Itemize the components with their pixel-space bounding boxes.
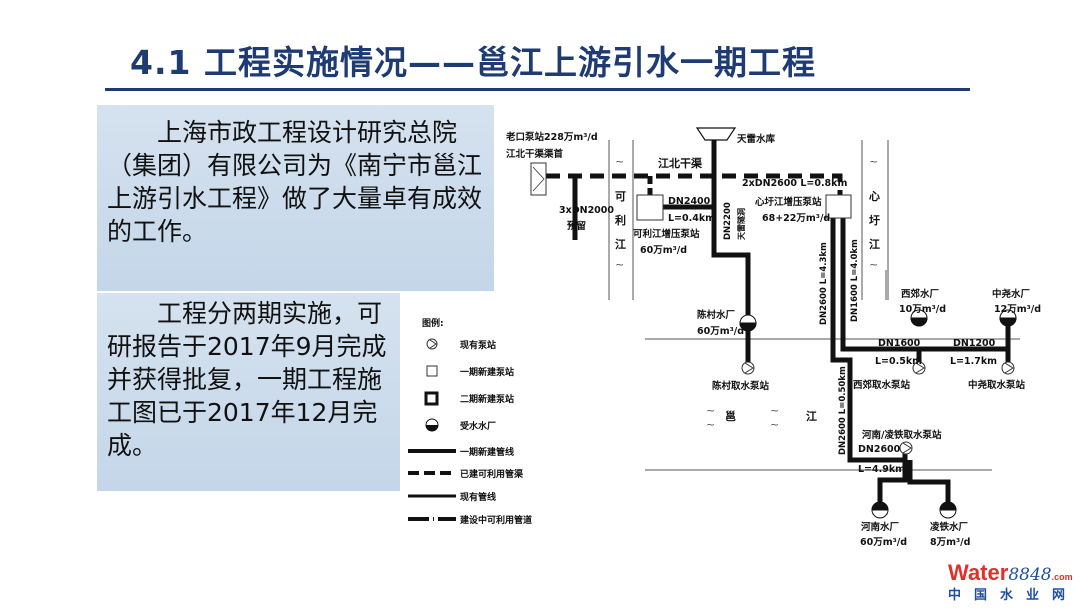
logo-brand: Water	[948, 560, 1009, 585]
label-lingtie-capacity: 8万m³/d	[930, 537, 970, 548]
zhongyao-pump-icon	[1001, 361, 1015, 375]
label-keli-river: 江	[615, 237, 626, 251]
label-dn2600-l050: DN2600 L=0.50km	[838, 366, 848, 455]
label-l04: L=0.4km	[668, 213, 715, 224]
label-reserve-dn: 3xDN2000	[559, 205, 614, 216]
label-dn1600: DN1600	[878, 338, 921, 349]
label-l05: L=0.5km	[875, 356, 922, 367]
label-yong: 邕	[725, 409, 736, 423]
chencun-plant-icon	[739, 314, 757, 332]
label-jiang: 江	[806, 409, 817, 423]
legend: 图例: 现有泵站 一期新建泵站 二期新建泵站 受水水厂 一期新建管线 已建可利用…	[408, 317, 532, 526]
xijiao-plant-icon	[910, 309, 928, 327]
legend-label: 一期新建泵站	[460, 366, 514, 378]
reservoir-icon	[695, 127, 737, 141]
label-keli-river: 可	[615, 190, 626, 203]
label-jiangbei-canal: 江北干渠	[658, 156, 703, 170]
label-lingtie-plant: 凌铁水厂	[930, 521, 969, 533]
label-chencun-capacity: 60万m³/d	[697, 326, 744, 337]
label-dn2600-l43: DN2600 L=4.3km	[819, 242, 829, 325]
svg-text:~: ~	[770, 418, 779, 431]
legend-existing-pump-icon	[426, 338, 438, 350]
label-reserve: 预留	[567, 220, 586, 232]
label-henan-pump: 河南/凌铁取水泵站	[862, 429, 942, 441]
water-plant-icons	[739, 309, 1017, 519]
label-dn2200: DN2200	[723, 202, 733, 240]
label-xijiao-plant: 西郊水厂	[901, 288, 940, 300]
legend-label: 现有管线	[460, 491, 496, 503]
label-xinxu-river: 心	[869, 190, 880, 203]
svg-text:~: ~	[615, 258, 624, 271]
xinxu-station-icon	[825, 194, 852, 219]
label-2xdn2600: 2xDN2600 L=0.8km	[742, 178, 847, 189]
henan-pump-icon	[899, 441, 913, 455]
diagram-labels: 老口泵站228万m³/d 江北干渠渠首 江北干渠 3xDN2000 预留 可 利…	[505, 131, 1041, 548]
laokou-pump-icon	[530, 162, 547, 196]
chencun-pump-icon	[741, 361, 755, 375]
text-box-phases: 工程分两期实施，可研报告于2017年9月完成并获得批复，一期工程施工图已于201…	[97, 293, 400, 491]
label-l49: L=4.9km	[858, 464, 905, 475]
label-dn1600-l40: DN1600 L=4.0km	[850, 239, 860, 322]
svg-text:~: ~	[706, 418, 715, 431]
legend-label: 建设中可利用管道	[460, 514, 532, 526]
legend-title: 图例:	[422, 317, 444, 329]
label-dn2400: DN2400	[668, 196, 711, 207]
label-dn1200: DN1200	[953, 338, 996, 349]
label-keli-river: 利	[615, 213, 626, 227]
label-l17: L=1.7km	[950, 356, 997, 367]
label-chencun-plant: 陈村水厂	[697, 309, 736, 321]
legend-label: 二期新建泵站	[460, 393, 514, 405]
logo-chinese: 中国水业网	[948, 588, 1079, 603]
label-henan-capacity: 60万m³/d	[860, 537, 907, 548]
label-laokou: 老口泵站228万m³/d	[505, 131, 598, 143]
svg-text:~: ~	[869, 155, 878, 168]
label-xinxu-station: 心圩江增压泵站	[755, 196, 822, 208]
label-zhongyao-capacity: 12万m³/d	[994, 304, 1041, 315]
label-zhongyao-plant: 中尧水厂	[992, 288, 1031, 300]
water8848-logo: Water8848.com 中国水业网	[948, 560, 1078, 603]
label-henan-plant: 河南水厂	[861, 521, 900, 533]
legend-label: 现有泵站	[460, 339, 496, 351]
label-xijiao-capacity: 10万m³/d	[899, 304, 946, 315]
label-canal-head: 江北干渠渠首	[506, 148, 564, 160]
legend-label: 受水水厂	[460, 420, 496, 432]
legend-label: 一期新建管线	[460, 446, 514, 458]
svg-text:~: ~	[770, 404, 779, 417]
keli-station-icon	[636, 194, 664, 221]
legend-phase2-station-icon	[424, 391, 439, 406]
text-box-intro: 上海市政工程设计研究总院（集团）有限公司为《南宁市邕江上游引水工程》做了大量卓有…	[97, 105, 494, 291]
phases-text: 工程分两期实施，可研报告于2017年9月完成并获得批复，一期工程施工图已于201…	[107, 299, 387, 460]
label-dn2600: DN2600	[858, 444, 901, 455]
label-xinxu-capacity: 68+22万m³/d	[762, 213, 830, 224]
label-chencun-pump: 陈村取水泵站	[712, 380, 770, 392]
label-xinxu-river: 圩	[869, 214, 880, 227]
svg-text:~: ~	[615, 155, 624, 168]
slide-title: 4.1 工程实施情况——邕江上游引水一期工程	[130, 43, 816, 82]
label-tianlei-tunnel: 天雷隧洞	[736, 208, 746, 240]
xijiao-pump-icon	[912, 361, 926, 375]
logo-domain: .com	[1051, 572, 1073, 582]
label-xijiao-pump: 西郊取水泵站	[853, 379, 911, 391]
henan-plant-icon	[871, 501, 889, 519]
wave-marks: ~~ ~~ ~~ ~~	[615, 155, 878, 431]
lingtie-plant-icon	[939, 501, 957, 519]
logo-number: 8848	[1008, 565, 1052, 585]
label-tianlei: 天雷水库	[737, 133, 776, 145]
zhongyao-plant-icon	[999, 309, 1017, 327]
intro-text: 上海市政工程设计研究总院（集团）有限公司为《南宁市邕江上游引水工程》做了大量卓有…	[107, 118, 483, 246]
svg-text:~: ~	[869, 258, 878, 271]
existing-pump-icons	[741, 361, 1015, 455]
label-keli-station: 可利江增压泵站	[633, 228, 700, 240]
legend-label: 已建可利用管渠	[460, 468, 524, 480]
title-divider	[105, 88, 970, 91]
svg-text:~: ~	[706, 404, 715, 417]
legend-plant-icon	[425, 418, 439, 432]
label-zhongyao-pump: 中尧取水泵站	[968, 379, 1026, 391]
label-keli-capacity: 60万m³/d	[640, 245, 687, 256]
label-xinxu-river: 江	[869, 237, 880, 251]
legend-phase1-station-icon	[426, 365, 438, 377]
